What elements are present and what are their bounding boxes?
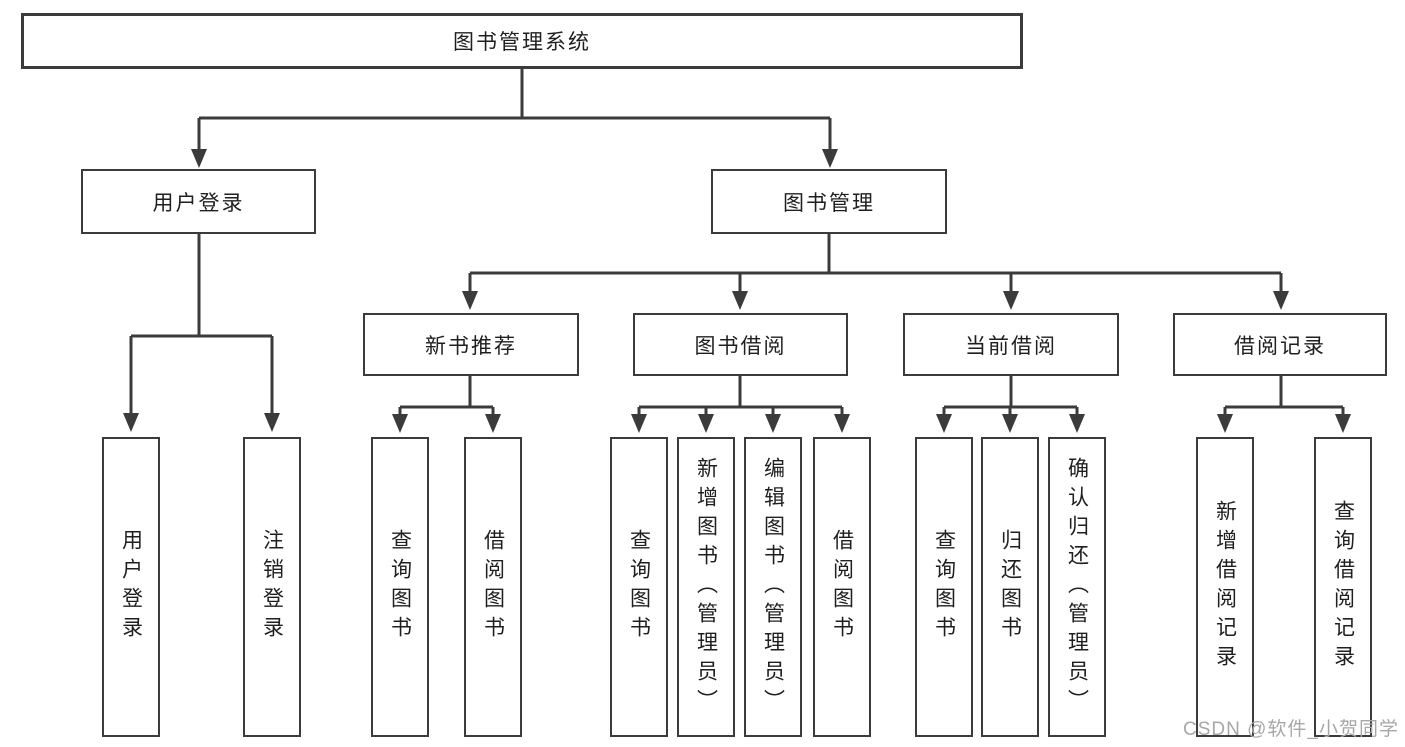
leaf-logout: 注销登录: [243, 437, 301, 737]
node-current-borrow-label: 当前借阅: [965, 334, 1057, 358]
node-book-management-label: 图书管理: [783, 191, 875, 215]
node-borrow-records-label: 借阅记录: [1234, 334, 1326, 358]
leaf-query-borrow-record: 查询借阅记录: [1314, 437, 1372, 737]
connector-book-management-branch: [462, 233, 1289, 310]
leaf-user-login-label: 用户登录: [119, 529, 143, 645]
node-book-borrow: 图书借阅: [633, 313, 848, 376]
leaf-return-book: 归还图书: [981, 437, 1039, 737]
connector-user-login-branch: [123, 233, 280, 432]
leaf-logout-label: 注销登录: [260, 529, 284, 645]
leaf-borrow-books: 借阅图书: [813, 437, 871, 737]
node-new-book-recommend-label: 新书推荐: [425, 334, 517, 358]
node-borrow-records: 借阅记录: [1173, 313, 1387, 376]
connector-root-branch: [191, 68, 838, 168]
csdn-watermark: CSDN @软件_小贺同学: [1183, 719, 1399, 740]
connector-book-borrow-branch: [631, 376, 850, 433]
leaf-query-books-current-label: 查询图书: [932, 529, 956, 645]
node-new-book-recommend: 新书推荐: [363, 313, 579, 376]
node-book-borrow-label: 图书借阅: [694, 334, 787, 358]
leaf-query-books-current: 查询图书: [915, 437, 973, 737]
leaf-add-borrow-record: 新增借阅记录: [1196, 437, 1254, 737]
leaf-confirm-return-admin-label: 确认归还（管理员）: [1065, 456, 1089, 718]
leaf-user-login: 用户登录: [102, 437, 160, 737]
connector-new-book-recommend-branch: [392, 376, 501, 433]
connector-current-borrow-branch: [936, 376, 1085, 433]
leaf-return-book-label: 归还图书: [998, 529, 1022, 645]
node-root-label: 图书管理系统: [453, 31, 591, 54]
node-root: 图书管理系统: [21, 13, 1023, 69]
leaf-borrow-books-recommend-label: 借阅图书: [481, 529, 505, 645]
leaf-query-books-borrow: 查询图书: [610, 437, 668, 737]
leaf-query-borrow-record-label: 查询借阅记录: [1331, 500, 1355, 674]
leaf-query-books-borrow-label: 查询图书: [627, 529, 651, 645]
leaf-add-book-admin-label: 新增图书（管理员）: [694, 456, 718, 718]
node-book-management: 图书管理: [711, 169, 947, 234]
node-user-login-label: 用户登录: [152, 191, 245, 215]
leaf-borrow-books-label: 借阅图书: [830, 529, 854, 645]
leaf-query-books-recommend: 查询图书: [371, 437, 429, 737]
node-current-borrow: 当前借阅: [903, 313, 1119, 376]
leaf-add-book-admin: 新增图书（管理员）: [677, 437, 735, 737]
leaf-borrow-books-recommend: 借阅图书: [464, 437, 522, 737]
leaf-edit-book-admin: 编辑图书（管理员）: [744, 437, 802, 737]
connector-borrow-records-branch: [1217, 376, 1351, 433]
node-user-login: 用户登录: [81, 169, 316, 234]
leaf-add-borrow-record-label: 新增借阅记录: [1213, 500, 1237, 674]
leaf-confirm-return-admin: 确认归还（管理员）: [1048, 437, 1106, 737]
leaf-edit-book-admin-label: 编辑图书（管理员）: [761, 456, 785, 718]
leaf-query-books-recommend-label: 查询图书: [388, 529, 412, 645]
